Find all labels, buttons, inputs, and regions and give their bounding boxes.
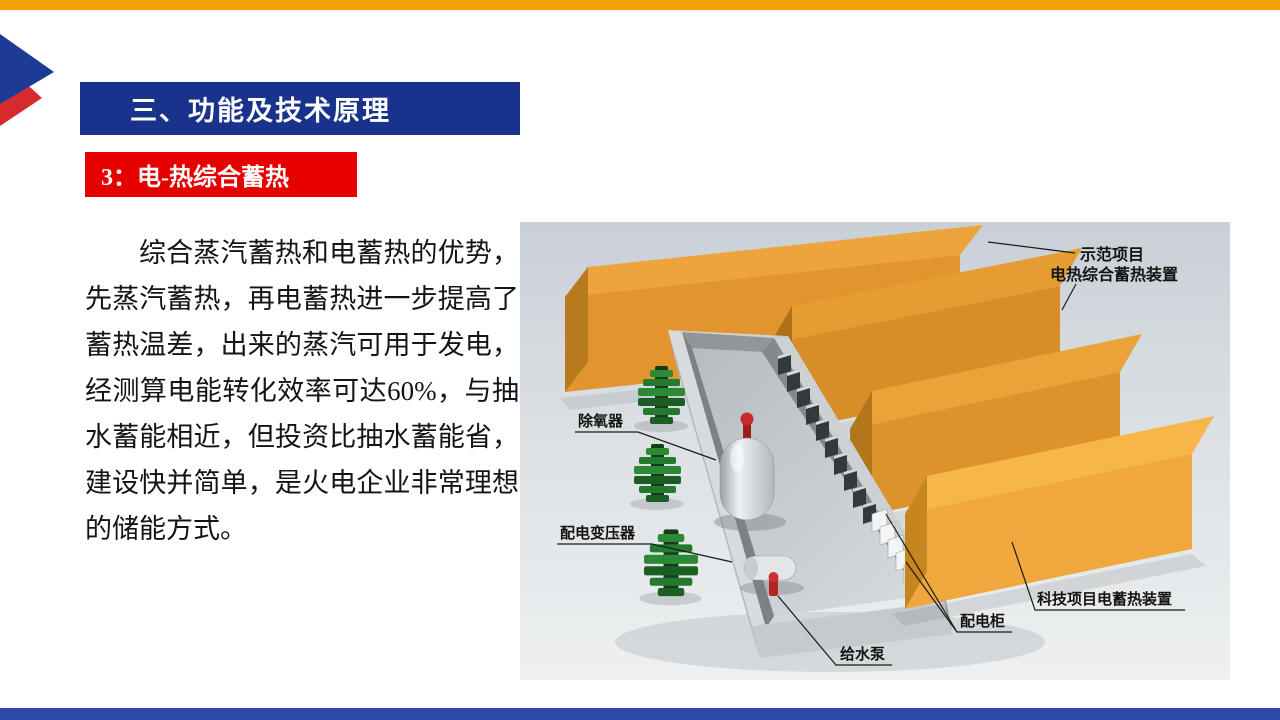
label-deaerator: 除氧器	[578, 412, 624, 430]
section-title: 三、功能及技术原理	[130, 96, 391, 126]
heat-storage-illustration: 示范项目 电热综合蓄热装置 除氧器 配电变压器 给水泵 配电柜 科技项目电蓄热装…	[520, 222, 1230, 680]
section-title-banner: 三、功能及技术原理	[80, 82, 520, 135]
pump-handle	[768, 572, 779, 582]
blue-arrow-icon	[0, 34, 54, 104]
top-accent-bar	[0, 0, 1280, 10]
leader-lines	[557, 241, 1185, 666]
label-power-cabinet: 配电柜	[960, 612, 1005, 630]
corner-arrow-decoration	[0, 34, 54, 126]
storage-tank-front	[892, 416, 1214, 626]
label-demo-device: 电热综合蓄热装置	[1050, 265, 1178, 284]
label-demo-project: 示范项目	[1080, 245, 1144, 264]
container-left-wall-outer	[668, 330, 760, 660]
subtitle-banner: 3：电-热综合蓄热	[85, 152, 357, 197]
container-front-wall	[752, 602, 952, 658]
subtitle-text: 3：电-热综合蓄热	[101, 165, 289, 191]
bottom-accent-bar	[0, 708, 1280, 720]
label-feed-pump: 给水泵	[840, 645, 885, 663]
container-back-rim	[668, 330, 788, 338]
container-back-wall	[682, 332, 774, 352]
feed-water-pump	[740, 555, 804, 596]
label-transformer: 配电变压器	[560, 524, 636, 542]
body-paragraph: 综合蒸汽蓄热和电蓄热的优势，先蒸汽蓄热，再电蓄热进一步提高了蓄热温差，出来的蒸汽…	[85, 238, 519, 544]
deaerator-tank	[714, 412, 786, 531]
label-tech-project: 科技项目电蓄热装置	[1037, 590, 1172, 608]
container-left-rim	[668, 330, 766, 628]
valve-knob	[740, 412, 754, 426]
equipment-figure: 示范项目 电热综合蓄热装置 除氧器 配电变压器 给水泵 配电柜 科技项目电蓄热装…	[520, 222, 1230, 680]
